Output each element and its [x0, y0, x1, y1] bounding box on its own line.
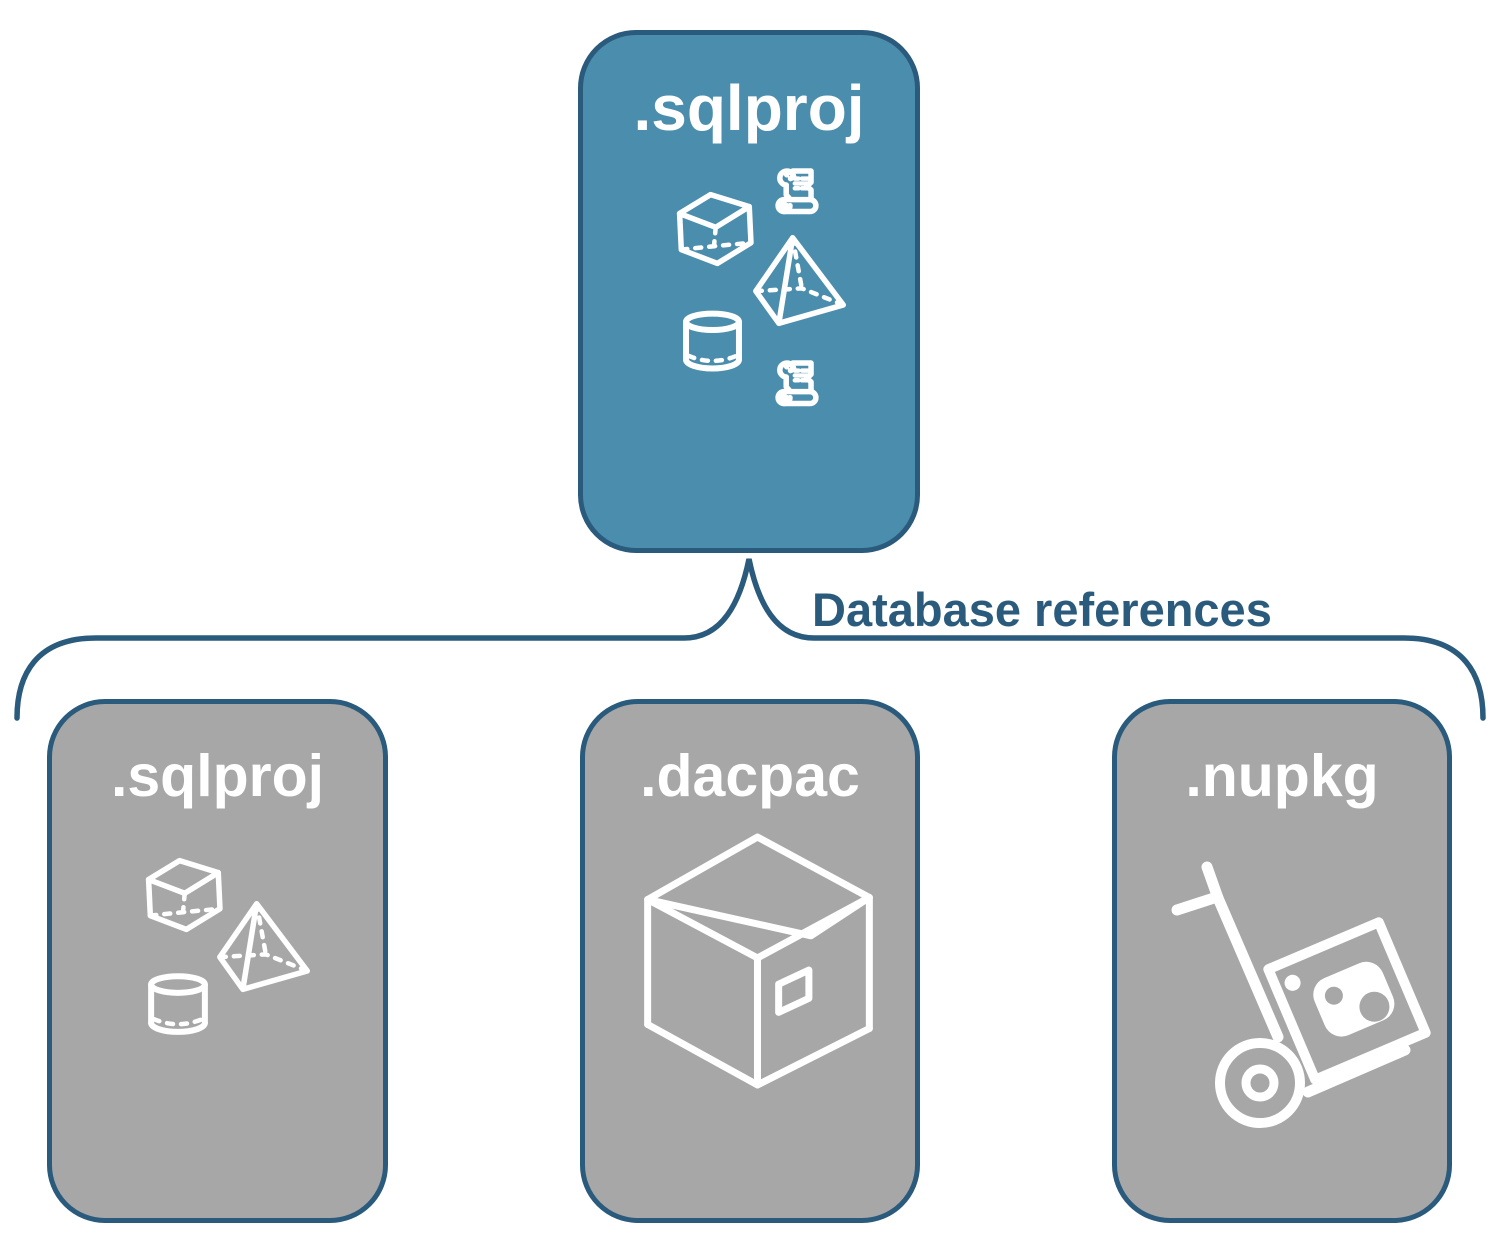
brace-connector	[14, 558, 1486, 721]
node-title: .sqlproj	[633, 72, 865, 144]
node-title: .nupkg	[1185, 743, 1379, 809]
node-dacpac: .dacpac	[580, 699, 920, 1223]
node-sqlproj-main: .sqlproj	[578, 30, 920, 553]
pyramid-icon	[751, 235, 849, 327]
cube-icon	[671, 186, 757, 272]
node-nupkg: .nupkg	[1112, 699, 1452, 1223]
connector-label: Database references	[812, 583, 1272, 636]
cylinder-icon	[146, 968, 210, 1042]
scroll-icon	[770, 355, 824, 411]
node-title: .dacpac	[640, 743, 860, 809]
cube-icon	[140, 852, 226, 938]
pyramid-icon	[214, 901, 314, 993]
package-box-icon	[637, 831, 880, 1093]
node-title: .sqlproj	[110, 743, 325, 809]
node-sqlproj-child: .sqlproj	[47, 699, 388, 1223]
hand-truck-package-icon	[1165, 845, 1465, 1185]
scroll-icon	[770, 163, 824, 219]
cylinder-icon	[681, 305, 744, 379]
